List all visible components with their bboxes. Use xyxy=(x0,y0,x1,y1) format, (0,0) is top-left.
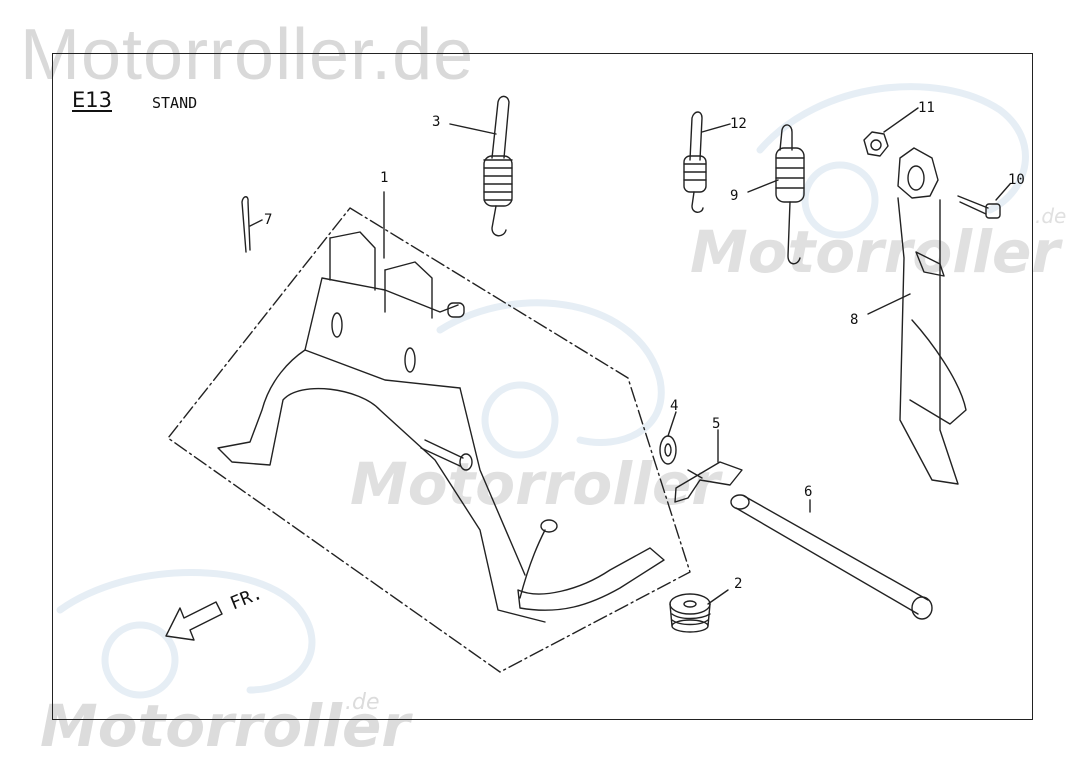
watermark-right-suffix: .de xyxy=(1035,204,1067,228)
callout-1: 1 xyxy=(380,170,388,186)
center-stand xyxy=(217,231,665,623)
clip-5 xyxy=(674,461,743,503)
watermark-top: Motorroller.de xyxy=(20,15,475,95)
callout-4: 4 xyxy=(670,398,678,414)
cotter-pin-7 xyxy=(241,196,251,253)
callout-8: 8 xyxy=(850,312,858,328)
watermark-bottom: Motorroller xyxy=(40,692,410,760)
callout-7: 7 xyxy=(264,212,272,228)
diagram-frame xyxy=(52,53,1033,720)
callout-12: 12 xyxy=(730,116,747,132)
nut-11 xyxy=(863,131,889,157)
callout-10: 10 xyxy=(1008,172,1025,188)
shaft-6 xyxy=(730,494,933,620)
callout-9: 9 xyxy=(730,188,738,204)
front-arrow xyxy=(165,601,223,641)
callout-3: 3 xyxy=(432,114,440,130)
callout-numbers: 1 2 3 4 5 6 7 8 9 10 11 12 xyxy=(264,100,1025,592)
watermark-bottom-suffix: .de xyxy=(345,690,380,715)
stand-spring-3 xyxy=(483,95,513,237)
spring-9 xyxy=(775,124,805,265)
callout-11: 11 xyxy=(918,100,935,116)
section-title: STAND xyxy=(152,94,198,112)
watermark-middle: Motorroller xyxy=(350,450,720,518)
spring-12 xyxy=(683,111,707,213)
rubber-bumper-2 xyxy=(669,593,711,633)
side-stand-8 xyxy=(897,147,967,485)
leader-lines xyxy=(249,107,1011,605)
callout-5: 5 xyxy=(712,416,720,432)
washer-4 xyxy=(659,435,677,465)
callout-6: 6 xyxy=(804,484,812,500)
bolt-10 xyxy=(957,195,1001,219)
diagram-code: E13 xyxy=(72,88,112,112)
scooter-watermark-shapes xyxy=(56,83,1029,699)
watermark-right: Motorroller xyxy=(690,218,1060,286)
callout-2: 2 xyxy=(734,576,742,592)
assembly-outline xyxy=(167,207,691,673)
